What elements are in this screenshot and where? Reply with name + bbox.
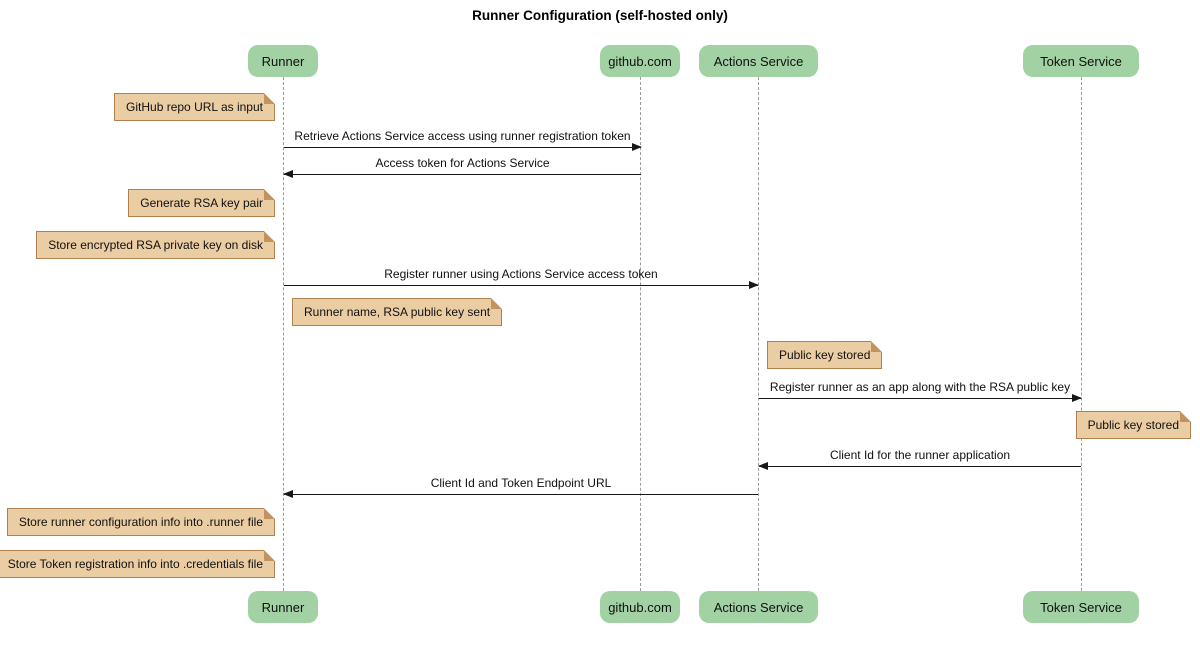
message-label: Client Id for the runner application [829,448,1011,462]
arrow-left-icon [758,461,1081,470]
participant-runner-top: Runner [248,45,318,77]
arrow-left-icon [283,169,641,178]
arrow-right-icon [759,393,1082,402]
arrow-right-icon [284,142,642,151]
message-access-token-for-actions-service: Access token for Actions Service [283,156,641,178]
note-public-key-stored-token-service: Public key stored [1075,411,1192,439]
message-client-id-for-runner-app: Client Id for the runner application [758,448,1081,470]
participant-github-top: github.com [600,45,680,77]
message-retrieve-actions-service-access: Retrieve Actions Service access using ru… [284,129,642,151]
participant-token-service-top: Token Service [1023,45,1139,77]
note-public-key-stored-actions-service: Public key stored [767,341,883,369]
note-runner-name-public-key-sent: Runner name, RSA public key sent [292,298,503,326]
lifeline-runner [283,77,284,591]
lifeline-actions-service [758,77,759,591]
message-register-runner: Register runner using Actions Service ac… [284,267,759,289]
message-label: Access token for Actions Service [375,156,550,170]
lifeline-token-service [1081,77,1082,591]
message-label: Client Id and Token Endpoint URL [430,476,612,490]
message-label: Retrieve Actions Service access using ru… [294,129,631,143]
participant-actions-service-top: Actions Service [699,45,818,77]
note-store-encrypted-private-key: Store encrypted RSA private key on disk [36,231,275,259]
message-client-id-and-token-endpoint: Client Id and Token Endpoint URL [283,476,758,498]
message-label: Register runner as an app along with the… [769,380,1071,394]
diagram-title: Runner Configuration (self-hosted only) [472,8,728,23]
message-label: Register runner using Actions Service ac… [384,267,658,281]
note-store-credentials-file: Store Token registration info into .cred… [0,550,276,578]
participant-token-service-bottom: Token Service [1023,591,1139,623]
message-register-runner-as-app: Register runner as an app along with the… [759,380,1082,402]
note-generate-rsa-key-pair: Generate RSA key pair [128,189,275,217]
participant-actions-service-bottom: Actions Service [699,591,818,623]
note-store-runner-file: Store runner configuration info into .ru… [6,508,276,536]
lifeline-github [640,77,641,591]
arrow-right-icon [284,280,759,289]
arrow-left-icon [283,489,758,498]
participant-runner-bottom: Runner [248,591,318,623]
note-github-repo-url: GitHub repo URL as input [114,93,275,121]
participant-github-bottom: github.com [600,591,680,623]
